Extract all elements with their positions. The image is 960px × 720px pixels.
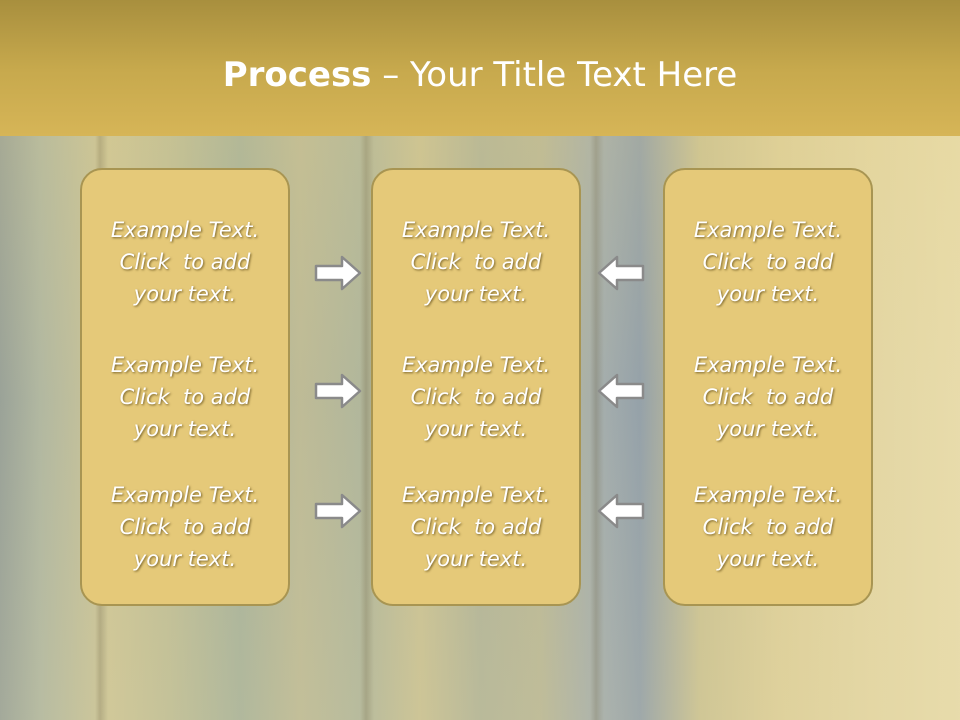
text-block[interactable]: Example Text. Click to add your text. <box>82 349 288 445</box>
text-box-center[interactable]: Example Text. Click to add your text. Ex… <box>371 168 581 606</box>
text-line: your text. <box>424 282 528 306</box>
text-line: your text. <box>133 282 237 306</box>
text-line: Example Text. <box>693 218 843 242</box>
text-line: your text. <box>716 417 820 441</box>
arrow-right-icon <box>314 255 362 291</box>
text-block[interactable]: Example Text. Click to add your text. <box>373 214 579 310</box>
arrow-right-icon <box>314 373 362 409</box>
text-block[interactable]: Example Text. Click to add your text. <box>82 214 288 310</box>
text-block[interactable]: Example Text. Click to add your text. <box>82 479 288 575</box>
arrow-left-icon <box>597 255 645 291</box>
text-block[interactable]: Example Text. Click to add your text. <box>665 214 871 310</box>
text-line: your text. <box>716 282 820 306</box>
text-line: your text. <box>424 417 528 441</box>
text-line: your text. <box>716 547 820 571</box>
text-line: Example Text. <box>110 353 260 377</box>
text-line: Click to add <box>702 385 834 409</box>
text-line: Click to add <box>119 250 251 274</box>
text-line: Example Text. <box>693 353 843 377</box>
text-line: Click to add <box>702 515 834 539</box>
text-line: Example Text. <box>401 218 551 242</box>
arrow-left-icon <box>597 373 645 409</box>
text-line: Example Text. <box>110 483 260 507</box>
text-line: Click to add <box>119 385 251 409</box>
text-line: your text. <box>133 417 237 441</box>
text-box-left[interactable]: Example Text. Click to add your text. Ex… <box>80 168 290 606</box>
text-line: Click to add <box>702 250 834 274</box>
text-line: your text. <box>424 547 528 571</box>
text-line: Example Text. <box>401 353 551 377</box>
text-line: Click to add <box>410 250 542 274</box>
title-bold: Process <box>222 55 372 95</box>
text-line: Click to add <box>410 515 542 539</box>
arrow-right-icon <box>314 493 362 529</box>
title-rest: – Your Title Text Here <box>371 55 738 95</box>
text-line: your text. <box>133 547 237 571</box>
text-block[interactable]: Example Text. Click to add your text. <box>665 349 871 445</box>
text-block[interactable]: Example Text. Click to add your text. <box>373 479 579 575</box>
text-box-right[interactable]: Example Text. Click to add your text. Ex… <box>663 168 873 606</box>
text-block[interactable]: Example Text. Click to add your text. <box>373 349 579 445</box>
text-line: Example Text. <box>401 483 551 507</box>
text-block[interactable]: Example Text. Click to add your text. <box>665 479 871 575</box>
slide-title[interactable]: Process – Your Title Text Here <box>0 50 960 100</box>
text-line: Example Text. <box>110 218 260 242</box>
text-line: Example Text. <box>693 483 843 507</box>
text-line: Click to add <box>410 385 542 409</box>
text-line: Click to add <box>119 515 251 539</box>
arrow-left-icon <box>597 493 645 529</box>
title-bar: Process – Your Title Text Here <box>0 0 960 136</box>
